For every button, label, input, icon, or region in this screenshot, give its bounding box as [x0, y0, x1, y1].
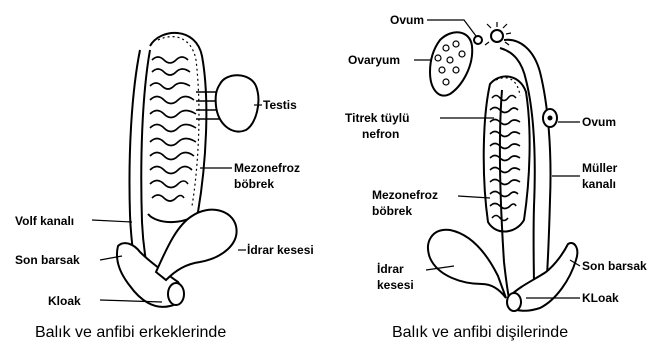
male-kidney [148, 33, 206, 222]
label-female-mesonephros-2: böbrek [372, 204, 412, 218]
female-bladder [428, 230, 506, 298]
label-wolf-duct: Volf kanalı [15, 214, 74, 228]
male-tubules [150, 57, 196, 201]
label-female-bladder-1: İdrar [377, 262, 404, 276]
label-male-cloaca: Kloak [48, 294, 81, 308]
label-nephron-1: Titrek tüylü [345, 111, 409, 125]
label-male-mesonephros-2: böbrek [234, 177, 274, 191]
label-testis: Testis [263, 98, 297, 112]
label-female-cloaca: KLoak [582, 291, 619, 305]
label-ovum-right: Ovum [582, 115, 616, 129]
label-female-bladder-2: kesesi [377, 278, 414, 292]
caption-female: Balık ve anfibi dişilerinde [392, 324, 568, 342]
label-nephron-2: nefron [362, 127, 399, 141]
label-female-mesonephros-1: Mezonefroz [372, 188, 438, 202]
ovum-top [474, 36, 482, 44]
female-diagram [428, 22, 577, 311]
label-muller-1: Müller [582, 161, 617, 175]
label-male-mesonephros-1: Mezonefroz [234, 161, 300, 175]
ovary-organ [430, 32, 472, 95]
male-bladder [156, 210, 237, 280]
caption-male: Balık ve anfibi erkeklerinde [35, 324, 226, 342]
label-male-rectum: Son barsak [15, 253, 80, 267]
testis-organ [216, 75, 259, 131]
label-muller-2: kanalı [582, 177, 616, 191]
female-tubules [490, 96, 520, 221]
label-female-rectum: Son barsak [582, 259, 647, 273]
label-ovary: Ovaryum [348, 53, 400, 67]
label-male-bladder: İdrar kesesi [247, 243, 314, 257]
label-ovum-top: Ovum [390, 13, 424, 27]
